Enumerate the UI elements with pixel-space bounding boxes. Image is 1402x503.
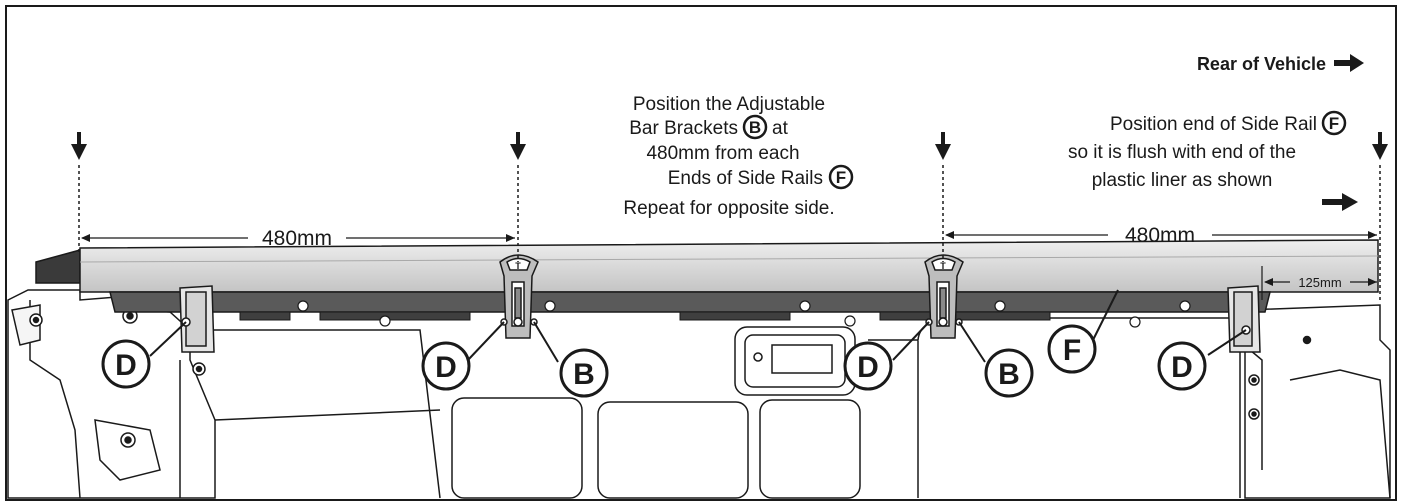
center-line-4-prefix: Ends of Side Rails — [668, 168, 823, 189]
center-line-2-suffix: at — [772, 118, 789, 139]
callout-f: F — [1047, 324, 1097, 374]
callout-d-3-letter: D — [857, 351, 879, 384]
center-line-3: 480mm from each — [646, 143, 799, 164]
right-instructions: Position end of Side Rail F so it is flu… — [1068, 110, 1347, 191]
right-arrow-icon — [1322, 193, 1358, 211]
svg-text:T: T — [515, 261, 521, 271]
side-rail — [35, 239, 1379, 328]
center-line-1: Position the Adjustable — [633, 94, 825, 115]
circled-ref-f-2-letter: F — [1329, 114, 1339, 133]
center-line-5: Repeat for opposite side. — [623, 198, 834, 219]
reference-markers — [78, 165, 1381, 300]
rail-body — [79, 239, 1379, 293]
circled-ref-b — [742, 114, 768, 140]
down-arrow-icon — [71, 132, 1388, 160]
callout-b-2: B — [984, 348, 1034, 398]
callout-d-2-letter: D — [435, 351, 457, 384]
callout-f-letter: F — [1063, 334, 1081, 367]
callout-d-1-letter: D — [115, 349, 137, 382]
dimension-lines — [81, 231, 1377, 300]
center-instructions: Position the Adjustable Bar Brackets B a… — [623, 94, 854, 219]
circled-ref-f-1 — [828, 164, 854, 190]
flange-bolts — [297, 300, 1191, 328]
circled-ref-b-letter: B — [749, 118, 761, 137]
callout-d-4-letter: D — [1171, 351, 1193, 384]
adjustable-bar-bracket-right: T — [924, 254, 964, 339]
circled-ref-f-2 — [1321, 110, 1347, 136]
callout-d-1: D — [101, 339, 151, 389]
callout-leaders — [149, 289, 1247, 363]
bracket-d-left — [179, 285, 215, 353]
dimension-offset: 125mm — [1298, 275, 1341, 290]
rear-arrow-icon — [1334, 54, 1364, 72]
rear-of-vehicle-label: Rear of Vehicle — [1197, 54, 1326, 74]
callout-d-3: D — [843, 341, 893, 391]
right-line-1-prefix: Position end of Side Rail — [1110, 114, 1317, 135]
callout-b-1-letter: B — [573, 358, 595, 391]
callout-b-1: B — [559, 348, 609, 398]
callout-d-4: D — [1157, 341, 1207, 391]
dimension-right: 480mm — [1125, 224, 1195, 247]
dimension-left: 480mm — [262, 227, 332, 250]
svg-text:T: T — [940, 261, 946, 271]
right-line-3: plastic liner as shown — [1092, 170, 1273, 191]
callout-b-2-letter: B — [998, 358, 1020, 391]
circled-ref-f-1-letter: F — [836, 168, 846, 187]
rail-lower-flange — [109, 291, 1271, 313]
bracket-d-right — [1227, 285, 1261, 353]
callout-d-2: D — [421, 341, 471, 391]
adjustable-bar-bracket-left: T — [499, 254, 539, 339]
right-line-2: so it is flush with end of the — [1068, 142, 1296, 163]
center-line-2-prefix: Bar Brackets — [629, 118, 738, 139]
